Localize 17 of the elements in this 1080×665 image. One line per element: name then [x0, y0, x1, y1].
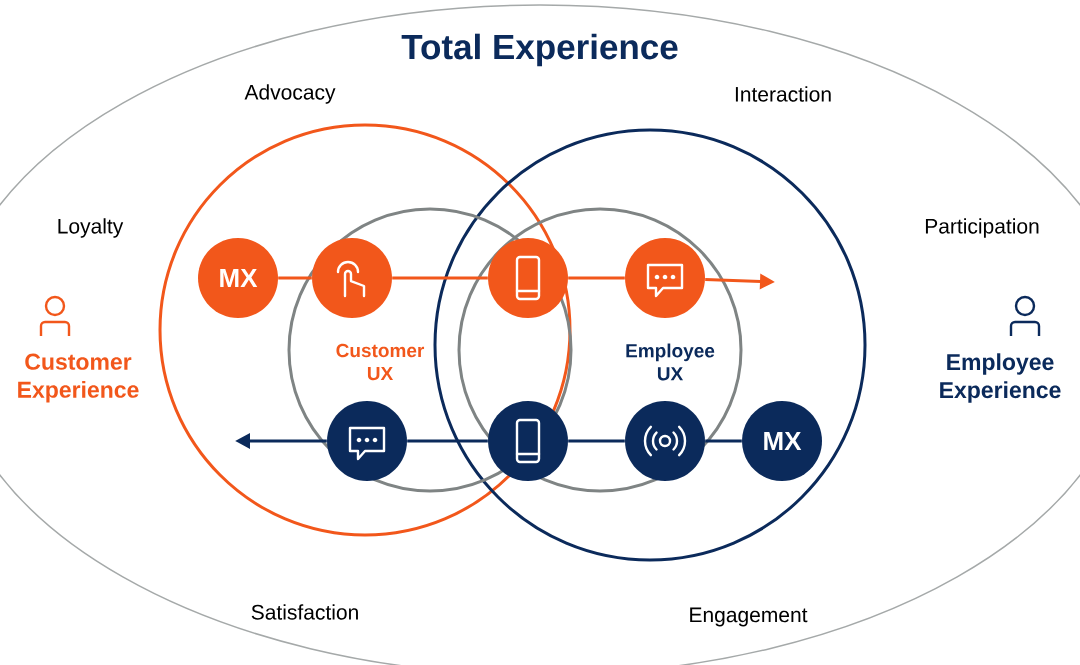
icon-circle [488, 401, 568, 481]
label: Loyalty [58, 218, 124, 238]
label: Employee Experience [940, 353, 1061, 403]
icon-circle [488, 238, 568, 318]
icon-circle [327, 401, 407, 481]
label: Interaction [735, 86, 831, 102]
circle-label: Employee UX [626, 343, 715, 381]
label: Engagement [690, 607, 808, 627]
circle-label: Customer UX [336, 343, 425, 381]
icon-circle [312, 238, 392, 318]
label: Advocacy [244, 84, 336, 104]
icon-circle [625, 401, 705, 481]
label: Participation [925, 218, 1039, 238]
label: Customer Experience [18, 353, 139, 403]
label: Satisfaction [251, 604, 358, 620]
icon-circle [625, 238, 705, 318]
title: Total Experience [401, 33, 678, 67]
